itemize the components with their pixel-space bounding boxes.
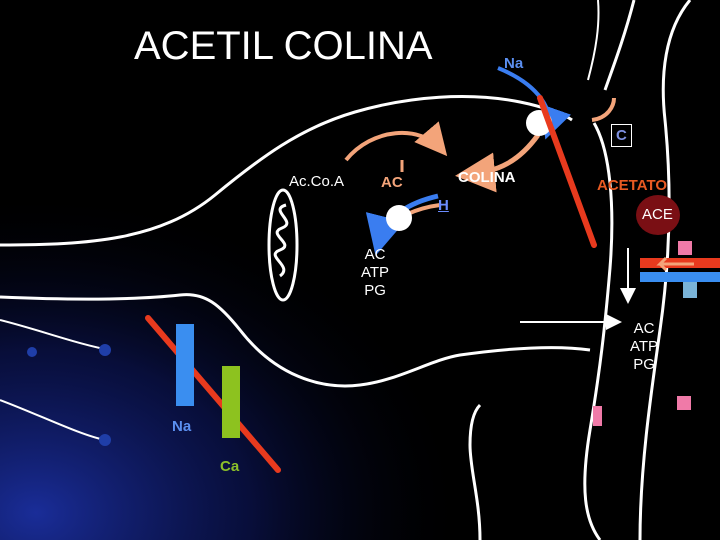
step-1-label: 1 xyxy=(533,116,541,131)
receptor-band-blue xyxy=(640,272,720,282)
ace-label: ACE xyxy=(642,207,673,222)
calcium-channel xyxy=(222,366,240,438)
h-label: H xyxy=(438,198,449,213)
stack-right-atp: ATP xyxy=(630,338,658,356)
stack-right: AC ATP PG xyxy=(630,320,658,374)
colina-label: COLINA xyxy=(458,170,516,185)
stack-left: AC ATP PG xyxy=(361,246,389,300)
receptor-top xyxy=(678,241,692,255)
stack-left-pg: PG xyxy=(361,282,389,300)
node-dot-1 xyxy=(27,347,37,357)
node-dot-2 xyxy=(99,344,111,356)
receptor-presynaptic xyxy=(593,406,602,426)
acetato-label: ACETATO xyxy=(597,178,667,193)
sodium-label-bottom: Na xyxy=(172,419,191,434)
stack-right-pg: PG xyxy=(630,356,658,374)
stack-left-ac: AC xyxy=(361,246,389,264)
ac-label: AC xyxy=(381,175,403,190)
receptor-stem xyxy=(683,282,697,298)
calcium-label-bottom: Ca xyxy=(220,459,239,474)
c-box-label: C xyxy=(611,124,632,147)
sodium-channel xyxy=(176,324,194,406)
acoa-label: Ac.Co.A xyxy=(289,174,344,189)
stack-left-atp: ATP xyxy=(361,264,389,282)
node-dot-3 xyxy=(99,434,111,446)
stack-right-ac: AC xyxy=(630,320,658,338)
sodium-label-top: Na xyxy=(504,56,523,71)
page-title: ACETIL COLINA xyxy=(134,26,433,66)
step-2-label: 2 xyxy=(393,211,401,226)
receptor-bottom xyxy=(677,396,691,410)
